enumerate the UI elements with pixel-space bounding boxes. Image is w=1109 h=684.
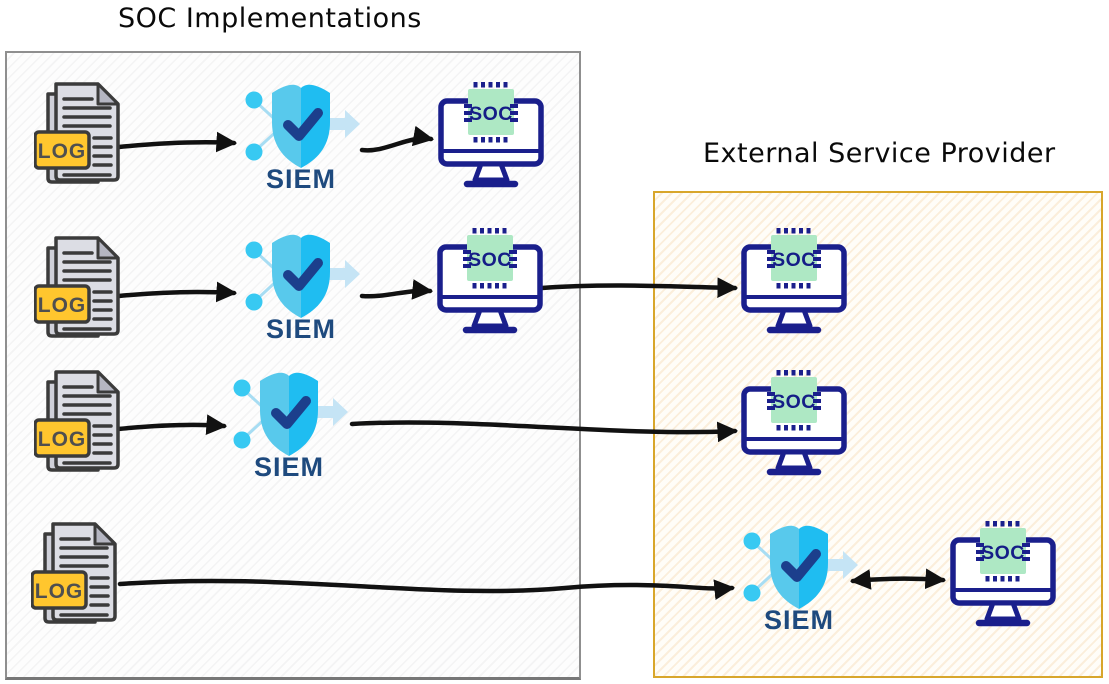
external-soc-monitor-icon [740,370,848,480]
external-siem-icon [736,517,862,632]
external-soc-monitor-icon [949,521,1057,631]
external-soc-monitor-icon [740,228,848,338]
internal-box-title: SOC Implementations [118,3,422,34]
log-file-icon [34,370,134,474]
log-file-icon [34,236,134,340]
siem-icon [226,364,352,479]
soc-monitor-icon [436,228,544,338]
log-file-icon [31,522,131,626]
siem-icon [238,76,364,191]
siem-icon [238,226,364,341]
log-file-icon [34,82,134,186]
external-box-title: External Service Provider [703,138,1056,169]
soc-monitor-icon [437,82,545,192]
